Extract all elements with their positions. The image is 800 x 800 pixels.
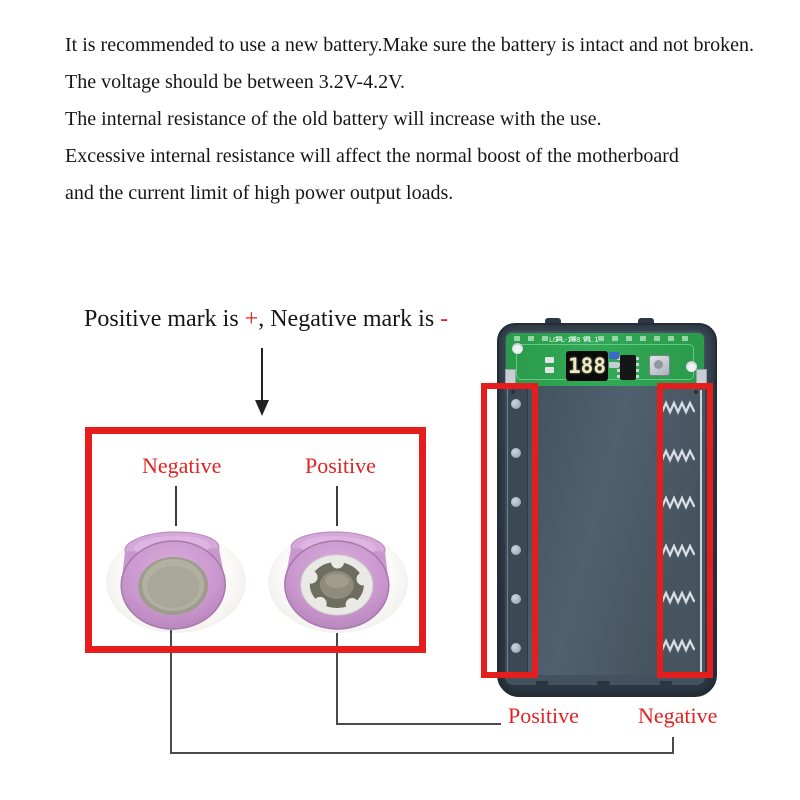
instruction-line-2: The voltage should be between 3.2V-4.2V. <box>65 71 405 93</box>
negative-terminal-label: Negative <box>142 453 222 478</box>
screw-hole <box>511 390 515 394</box>
spring-contact <box>661 590 695 607</box>
negative-rail <box>700 390 702 672</box>
negative-connector-line-horizontal <box>170 752 674 754</box>
spring-contact <box>661 638 695 654</box>
smd-component <box>609 362 619 368</box>
instruction-line-3: The internal resistance of the old batte… <box>65 108 602 130</box>
positive-connector-line-vertical <box>336 633 338 725</box>
plus-mark: + <box>244 306 259 332</box>
spring-contact <box>661 447 695 464</box>
power-button <box>649 355 670 376</box>
instruction-line-1: It is recommended to use a new battery.M… <box>65 34 755 56</box>
positive-contact-nub <box>511 399 521 409</box>
case-top-clip <box>545 318 561 327</box>
positive-contact-nub <box>511 496 521 507</box>
note-middle: , Negative mark is <box>258 306 441 332</box>
case-top-clip <box>638 318 654 327</box>
led-display: 188 <box>566 351 608 381</box>
positive-contact-nub <box>511 545 521 556</box>
case-notch <box>597 681 610 686</box>
case-positive-label: Positive <box>508 703 579 728</box>
battery-polarity-box <box>85 427 426 653</box>
positive-leader-line <box>336 486 338 526</box>
negative-battery-photo <box>120 531 226 630</box>
spring-contact <box>661 543 695 559</box>
display-value: 188 <box>568 354 606 378</box>
pcb-mount-hole <box>686 361 697 372</box>
smd-component <box>609 352 619 359</box>
battery-bay <box>505 386 705 675</box>
positive-contact-nub <box>511 447 521 458</box>
instruction-text-block: It is recommended to use a new battery.M… <box>65 27 754 212</box>
spring-contact <box>661 495 695 512</box>
polarity-note: Positive mark is +, Negative mark is - <box>84 306 448 333</box>
case-notch <box>660 681 672 686</box>
note-prefix: Positive mark is <box>84 306 245 332</box>
negative-connector-line-vertical <box>170 630 172 754</box>
spring-contact <box>661 400 695 416</box>
case-negative-label: Negative <box>638 703 718 728</box>
smd-component <box>545 357 554 363</box>
down-arrow-icon <box>255 348 269 416</box>
smd-component <box>545 367 554 373</box>
ic-chip <box>617 355 639 380</box>
pcb-silkscreen-text: LG-L-188 V1.1 <box>549 336 599 344</box>
positive-connector-line-horizontal <box>336 723 501 725</box>
negative-leader-line <box>175 486 177 526</box>
positive-column-highlight <box>481 383 538 678</box>
negative-spring-column <box>661 400 697 654</box>
screw-hole <box>694 390 698 394</box>
positive-battery-photo <box>284 531 390 630</box>
positive-contact-nub <box>511 594 521 605</box>
instruction-line-5: and the current limit of high power outp… <box>65 182 454 204</box>
case-notch <box>536 681 548 686</box>
positive-contact-strip <box>505 386 528 675</box>
positive-contact-column <box>511 399 522 653</box>
negative-column-highlight <box>657 383 713 678</box>
negative-connector-line-riser <box>672 737 674 754</box>
positive-contact-nub <box>511 642 521 653</box>
instruction-line-4: Excessive internal resistance will affec… <box>65 145 679 167</box>
pcb-mount-hole <box>512 343 523 354</box>
positive-terminal-label: Positive <box>305 453 376 478</box>
minus-mark: - <box>440 306 449 332</box>
